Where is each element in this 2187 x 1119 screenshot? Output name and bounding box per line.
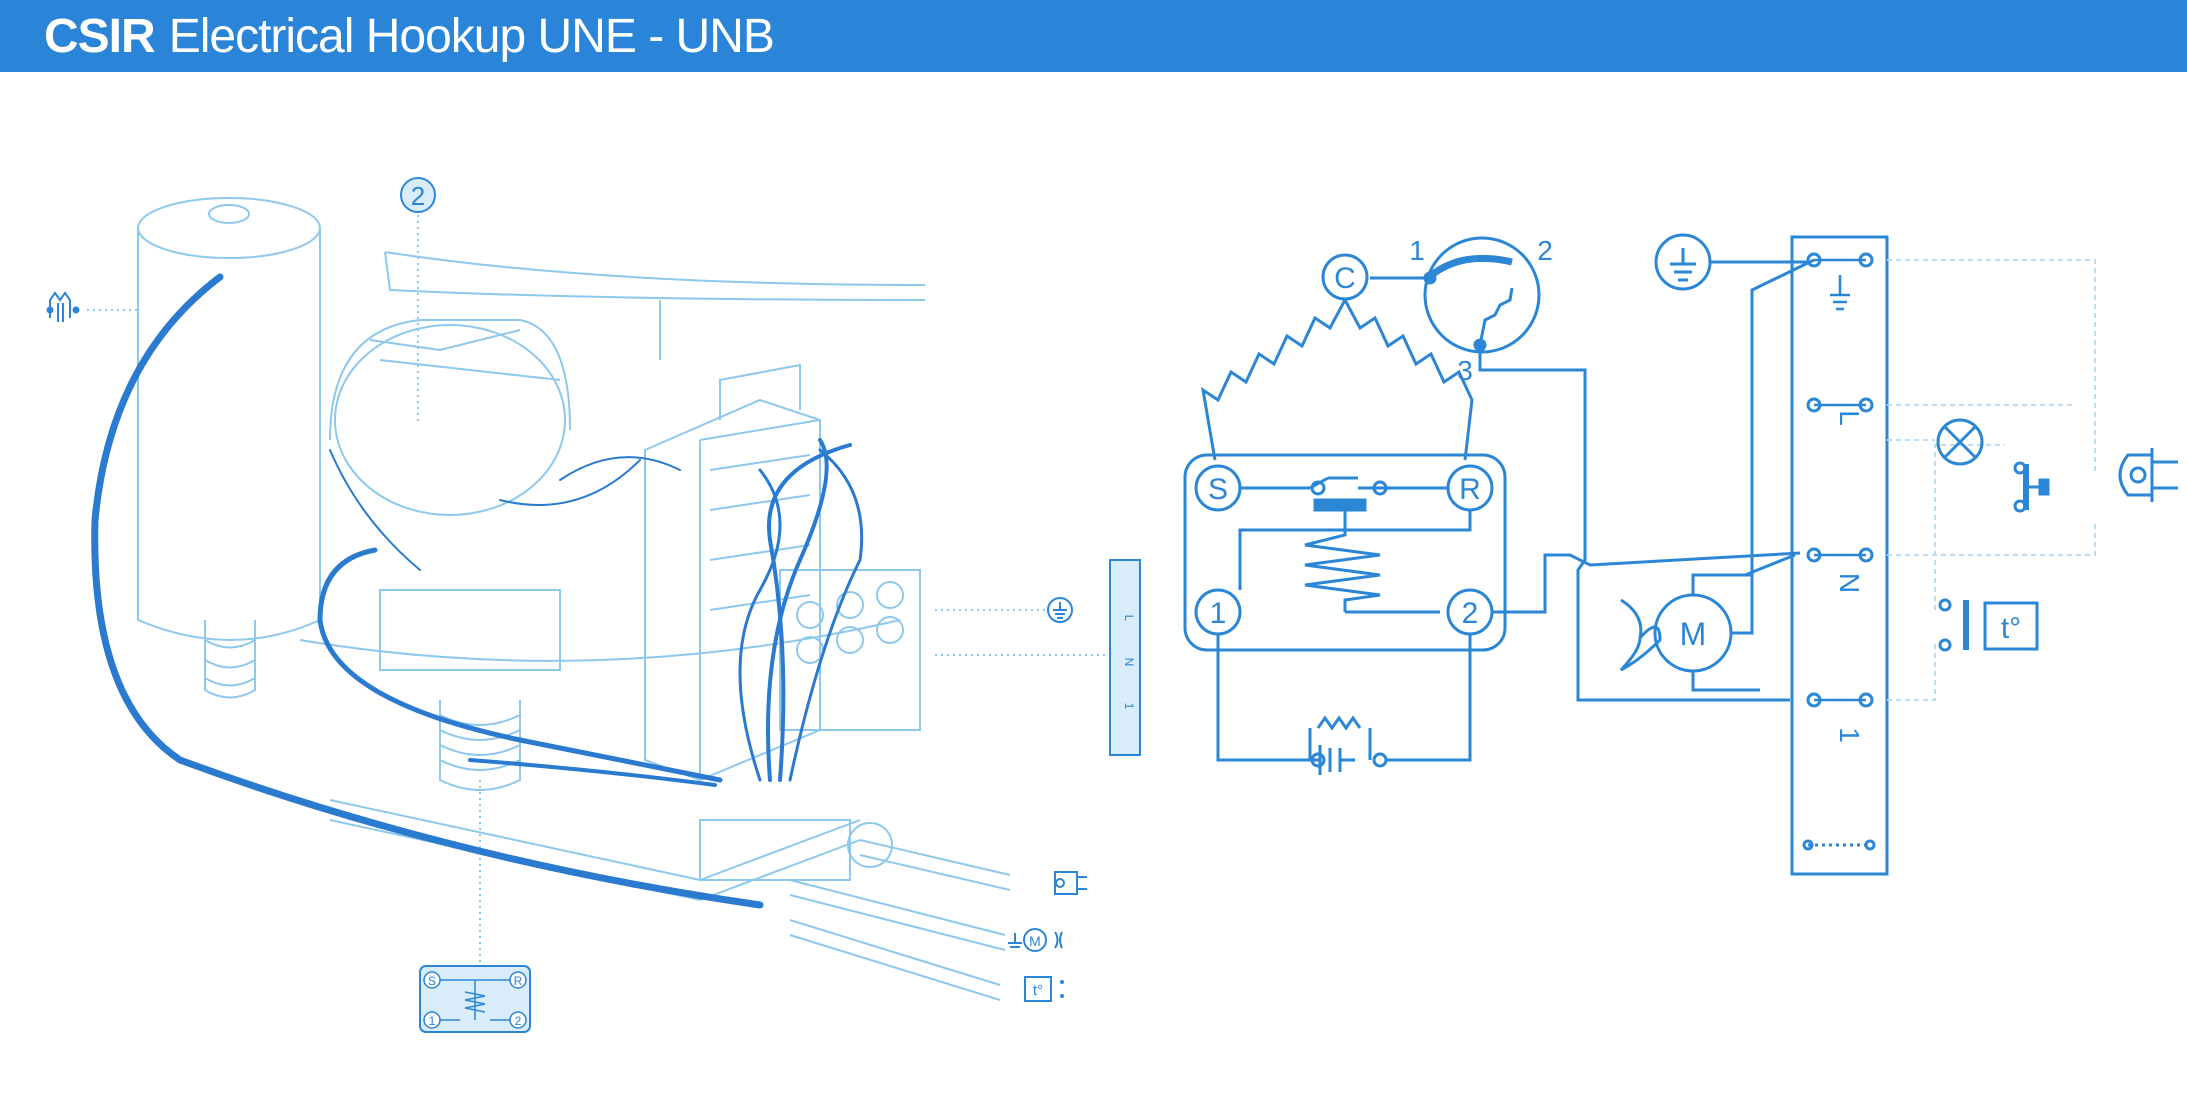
small-strip-label-n: N — [1122, 658, 1136, 667]
capacitor-cylinder — [137, 197, 321, 699]
terminal-s-label: S — [1208, 473, 1228, 506]
relay-frame — [1183, 453, 1507, 652]
strip-label-n: N — [1834, 573, 1865, 593]
terminal-c-label: C — [1334, 262, 1356, 295]
bottom-thermostat-label: t° — [1033, 982, 1043, 999]
plug-icon-bottom — [1054, 871, 1087, 895]
overload-pin-2: 2 — [1537, 235, 1553, 266]
thermostat-icon-right: t° — [1938, 598, 2039, 652]
ground-icon-middle — [1047, 597, 1073, 623]
capacitor-symbol-left — [46, 291, 80, 322]
mini-relay-legend: S R 1 2 — [419, 965, 531, 1033]
strip-label-1: 1 — [1834, 727, 1865, 743]
mini-legend-2: 2 — [515, 1014, 522, 1028]
mini-legend-s: S — [428, 974, 436, 988]
overload-pin-3: 3 — [1457, 355, 1473, 386]
small-terminal-strip: L N 1 — [1109, 559, 1141, 756]
schematic — [1183, 233, 1889, 876]
terminal-2-label: 2 — [1462, 597, 1479, 630]
relay-callout-number: 2 — [411, 181, 425, 211]
strip-label-l: L — [1834, 410, 1865, 426]
bottom-motor-label: M — [1029, 933, 1041, 949]
terminal-block — [779, 569, 921, 731]
small-strip-label-l: L — [1122, 615, 1136, 622]
compressor-housing — [384, 251, 926, 301]
terminal-r-label: R — [1459, 473, 1481, 506]
motor-body — [329, 319, 571, 516]
page-title: Electrical Hookup UNE - UNB — [168, 9, 775, 63]
leader-lines — [87, 215, 1110, 965]
overload-protector — [1423, 236, 1541, 354]
thermostat-label: t° — [2001, 612, 2021, 645]
mini-legend-r: R — [514, 974, 523, 988]
schematic-labels: C S R 1 2 1 2 3 M L N 1 — [1194, 235, 1865, 743]
lamp-icon — [1936, 418, 1984, 466]
overload-pin-1: 1 — [1409, 235, 1425, 266]
compressor-illustration — [87, 197, 1110, 1001]
thermostat-icon-bottom: t° — [1024, 976, 1064, 1002]
fan-motor-label: M — [1680, 616, 1707, 652]
wire-bundle — [91, 273, 864, 909]
run-winding — [1343, 299, 1474, 461]
motor-fan-icon-bottom: M — [1008, 928, 1063, 952]
door-switch-icon — [2013, 461, 2050, 513]
header-bar: CSIR Electrical Hookup UNE - UNB — [0, 0, 2187, 72]
plug-icon-right — [2118, 448, 2178, 502]
light-connections — [1887, 259, 2096, 701]
brand-name: CSIR — [44, 9, 156, 63]
small-strip-label-1: 1 — [1122, 703, 1136, 710]
start-winding — [1200, 299, 1347, 461]
relay-callout: 2 — [400, 177, 436, 213]
mini-legend-1: 1 — [429, 1014, 436, 1028]
terminal-1-label: 1 — [1210, 597, 1227, 630]
